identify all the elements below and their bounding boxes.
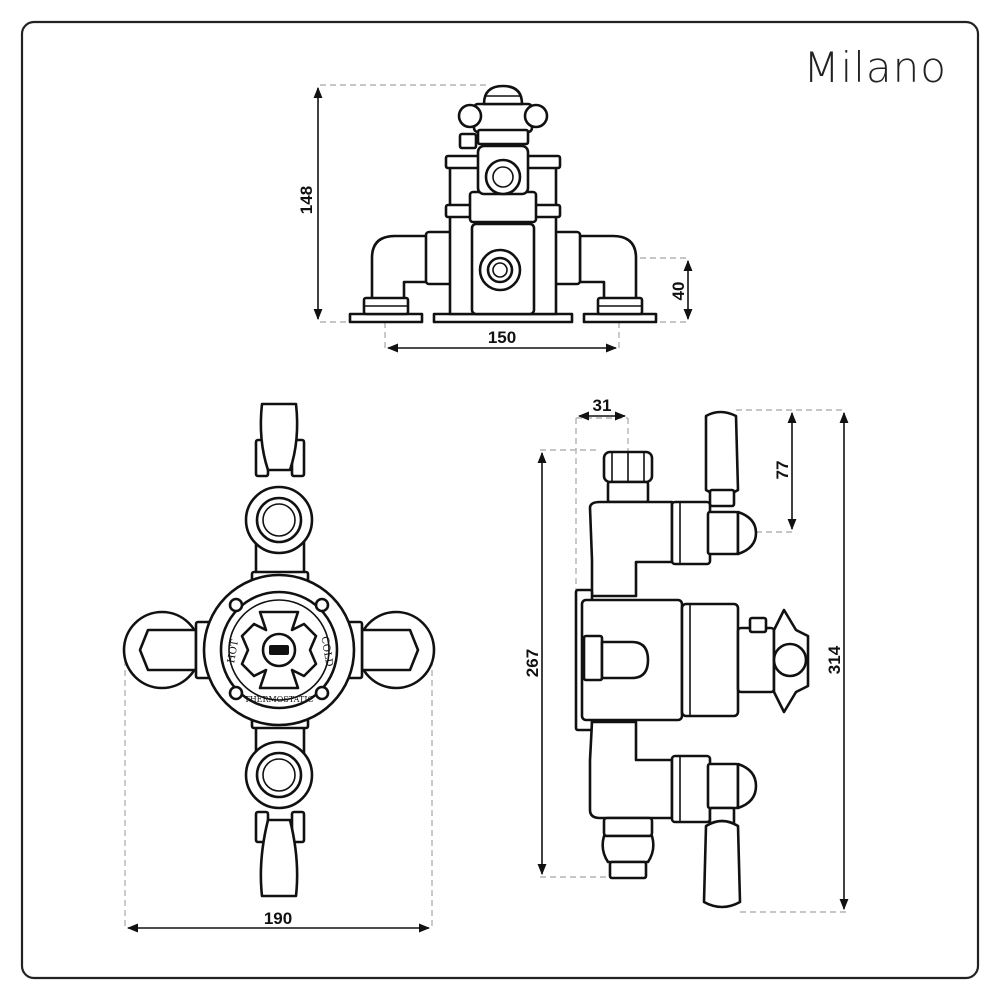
dim-side-overall-height: 314 (825, 645, 844, 674)
dim-side-handle-height: 77 (773, 461, 792, 480)
dim-face-width: 190 (264, 909, 292, 928)
dim-front-outlet-height: 40 (669, 282, 688, 301)
face-view: HOT COLD THERMOSTATIC 190 (122, 402, 436, 933)
dim-front-width: 150 (488, 328, 516, 347)
dim-side-top-offset: 31 (593, 396, 612, 415)
dim-side-body-height: 267 (523, 649, 542, 677)
dim-front-height: 148 (297, 186, 316, 214)
brand-logo: Milano (803, 43, 947, 92)
drawing-border (20, 20, 980, 980)
dial-thermostatic-label: THERMOSTATIC (244, 695, 313, 704)
dial-hot-label: HOT (226, 639, 241, 664)
front-view: 148 40 150 (297, 84, 693, 353)
side-view: 31 267 77 314 (523, 396, 849, 913)
dial-cold-label: COLD (318, 636, 334, 668)
